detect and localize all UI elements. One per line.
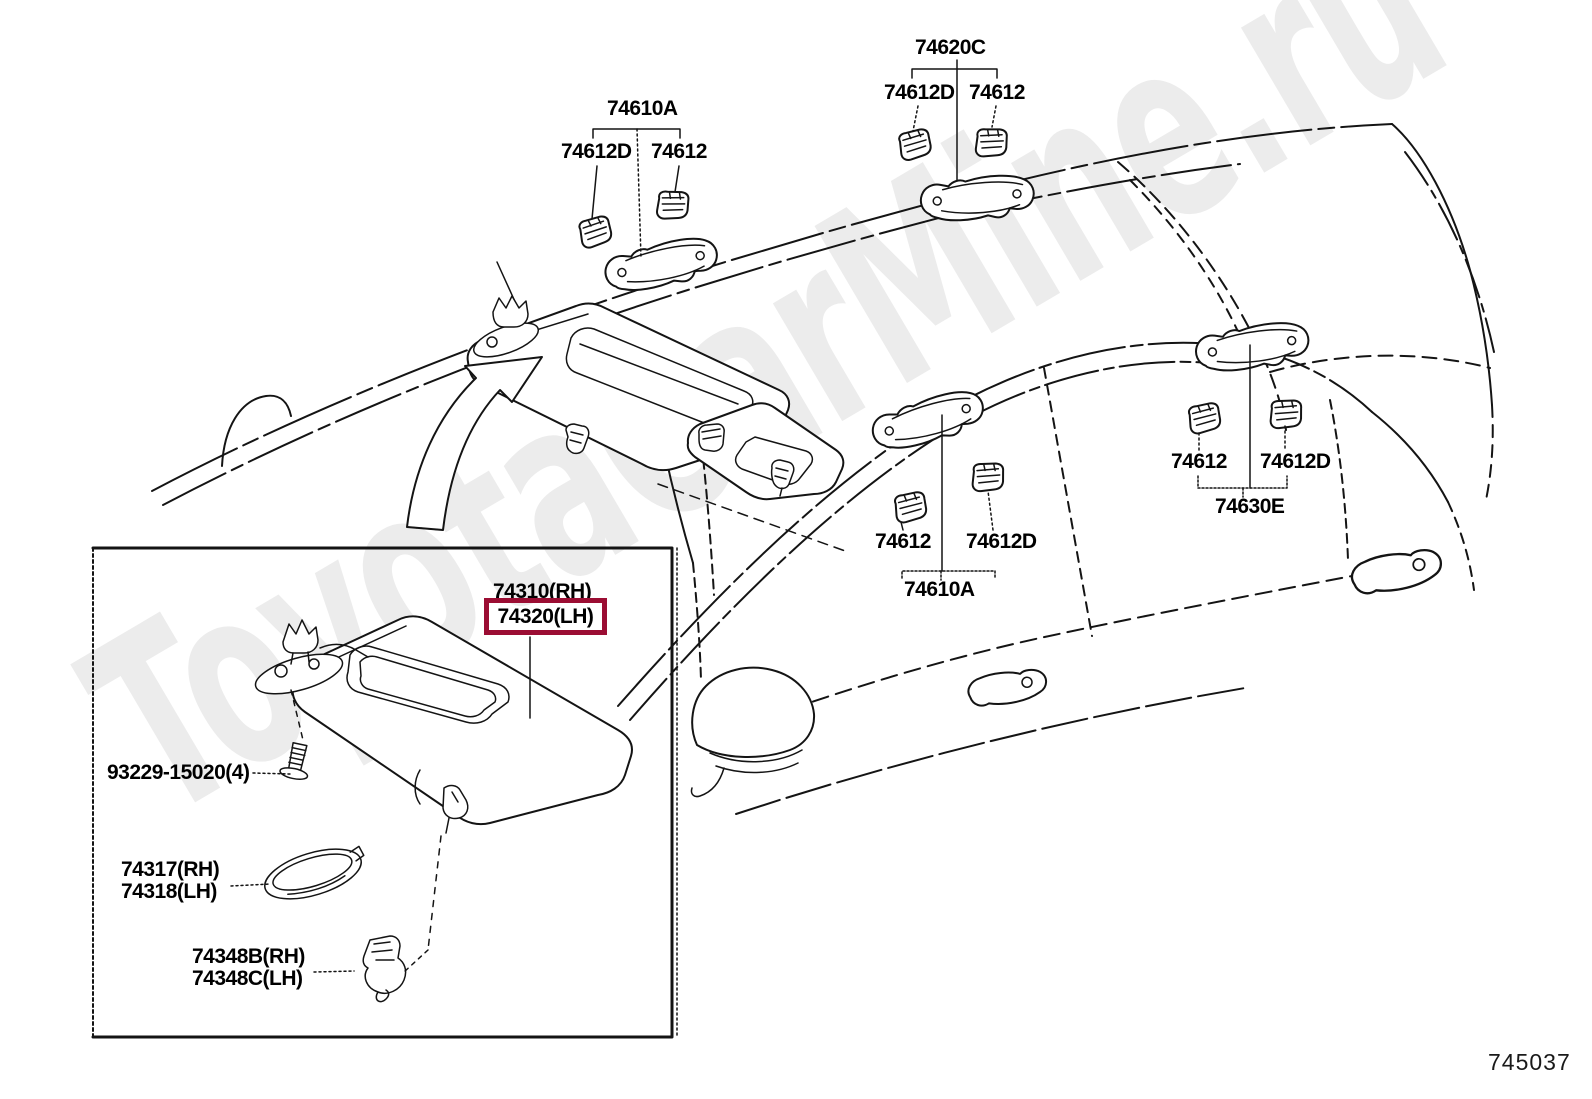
part-label-74612-center[interactable]: 74612: [875, 530, 931, 553]
part-label-74317-74318[interactable]: 74317(RH) 74318(LH): [121, 858, 220, 903]
part-label-74612-side-rear[interactable]: 74612: [1171, 450, 1227, 473]
part-label-74348c-lh[interactable]: 74348C(LH): [192, 967, 303, 990]
part-label-74320-lh[interactable]: 74320(LH): [497, 605, 594, 628]
part-label-74612-rear-top[interactable]: 74612: [969, 81, 1025, 104]
part-label-74630e[interactable]: 74630E: [1215, 495, 1285, 518]
part-label-74610a-center[interactable]: 74610A: [904, 578, 975, 601]
figure-code: 745037: [1488, 1049, 1571, 1075]
part-label-74318-lh[interactable]: 74318(LH): [121, 880, 217, 903]
part-label-93229-15020[interactable]: 93229-15020(4): [107, 761, 250, 784]
part-label-74612d-rear-top[interactable]: 74612D: [884, 81, 955, 104]
part-label-74612d-center[interactable]: 74612D: [966, 530, 1037, 553]
part-label-74348b-rh[interactable]: 74348B(RH): [192, 945, 305, 968]
part-label-74348b-74348c[interactable]: 74348B(RH) 74348C(LH): [192, 946, 305, 990]
part-label-74612d-front[interactable]: 74612D: [561, 140, 632, 163]
part-label-74612d-side-rear[interactable]: 74612D: [1260, 450, 1331, 473]
part-label-74620c[interactable]: 74620C: [915, 36, 986, 59]
part-label-74612-front[interactable]: 74612: [651, 140, 707, 163]
highlighted-part-74320-box[interactable]: 74320(LH): [484, 598, 607, 635]
part-label-74310-rh[interactable]: 74310(RH): [493, 580, 592, 603]
part-label-74610a-front[interactable]: 74610A: [607, 97, 678, 120]
part-label-74317-rh[interactable]: 74317(RH): [121, 858, 220, 881]
